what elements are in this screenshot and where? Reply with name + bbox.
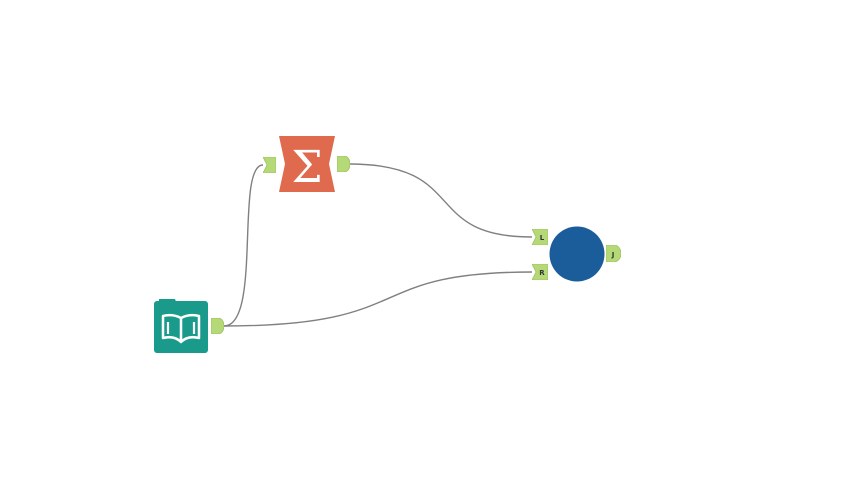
- folder-tab: [159, 299, 177, 304]
- summarize-tool[interactable]: Σ: [279, 136, 335, 193]
- join-output-anchor-label: J: [611, 251, 615, 259]
- connection-input-to-join-right[interactable]: [223, 271, 533, 327]
- join-tool-background: [549, 226, 605, 282]
- join-left-input-anchor[interactable]: L: [532, 229, 548, 245]
- connection-input-to-summarize[interactable]: [223, 164, 264, 327]
- input-data-tool[interactable]: [153, 298, 209, 354]
- join-right-anchor-label: R: [539, 269, 545, 277]
- summarize-tool-background: [279, 136, 335, 192]
- join-tool[interactable]: [549, 226, 605, 282]
- sigma-glyph: Σ: [291, 142, 322, 192]
- sigma-icon: Σ: [279, 136, 335, 193]
- connection-summarize-to-join-left[interactable]: [348, 163, 533, 238]
- join-right-input-anchor[interactable]: R: [532, 264, 548, 280]
- input-output-anchor[interactable]: [211, 318, 224, 334]
- join-output-anchor[interactable]: J: [606, 245, 621, 262]
- book-icon: [154, 299, 208, 353]
- circle-icon: [549, 226, 605, 282]
- join-left-anchor-label: L: [540, 234, 545, 242]
- summarize-input-anchor[interactable]: [263, 157, 276, 173]
- summarize-output-anchor[interactable]: [337, 156, 350, 172]
